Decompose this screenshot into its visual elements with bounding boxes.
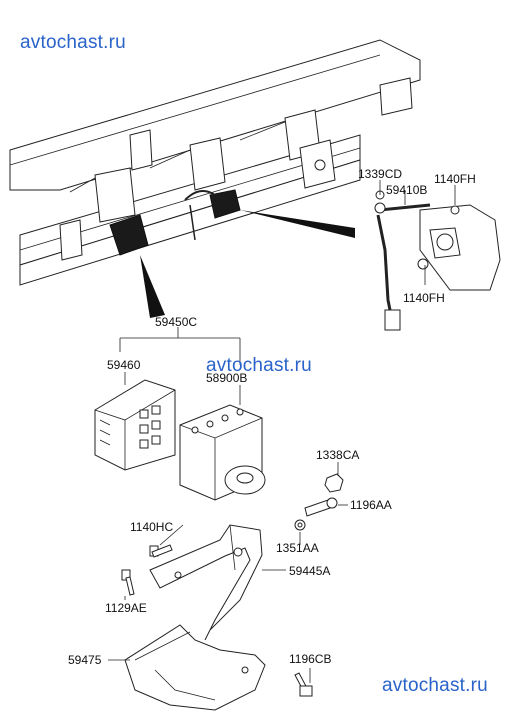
label-1339CD: 1339CD <box>358 167 402 181</box>
chassis-frame <box>9 39 421 286</box>
label-1338CA: 1338CA <box>316 448 359 462</box>
label-59460: 59460 <box>107 358 141 372</box>
label-1140HC: 1140HC <box>130 520 173 534</box>
height-sensor-assembly <box>374 190 501 331</box>
watermark-middle: avtochast.ru <box>206 355 312 376</box>
label-59450C: 59450C <box>155 315 197 329</box>
label-1196CB: 1196CB <box>289 652 331 666</box>
label-1351AA: 1351AA <box>276 541 319 555</box>
bracket-59475 <box>124 624 266 711</box>
label-1140FH-bottom: 1140FH <box>403 291 445 305</box>
callout-wedge-sensor <box>240 210 355 238</box>
label-58900B: 58900B <box>206 371 247 385</box>
part-labels: 1339CD 59410B 1140FH 1140FH 59450C 59460… <box>68 167 476 667</box>
callout-wedge-abs <box>140 255 165 318</box>
abs-hydraulic-unit-58900B <box>179 404 266 501</box>
frame-abs-module <box>109 189 241 256</box>
watermark-bottom-right: avtochast.ru <box>382 675 488 696</box>
fasteners <box>121 473 344 697</box>
abs-ecu-59460 <box>94 379 176 471</box>
label-59475: 59475 <box>68 653 102 667</box>
label-1140FH-top: 1140FH <box>434 172 476 186</box>
bracket-59445A <box>149 524 263 641</box>
label-1196AA: 1196AA <box>350 498 392 512</box>
label-59445A: 59445A <box>289 564 330 578</box>
label-59410B: 59410B <box>386 183 427 197</box>
leader-lines <box>108 180 456 683</box>
watermark-top-left: avtochast.ru <box>20 32 126 53</box>
label-1129AE: 1129AE <box>105 601 147 615</box>
